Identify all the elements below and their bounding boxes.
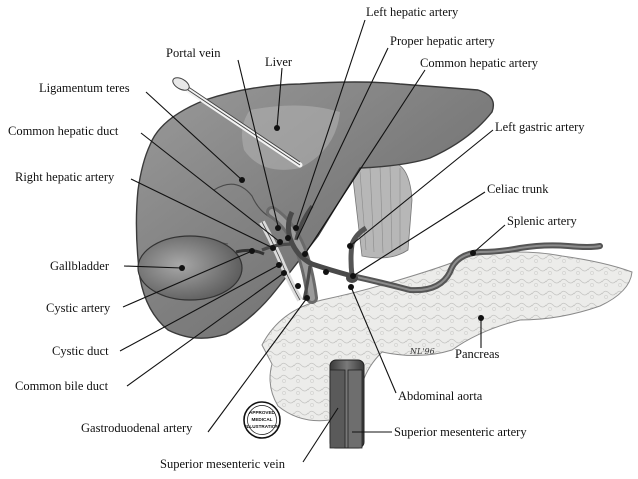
label-splenic-artery: Splenic artery xyxy=(507,214,578,228)
fibre-lines xyxy=(359,165,401,254)
right-hepatic-branch xyxy=(261,242,293,252)
label-left-gastric-artery: Left gastric artery xyxy=(495,120,585,134)
stamp-line1: APPROVED xyxy=(249,410,275,415)
stamp-line2: MEDICAL xyxy=(252,417,273,422)
label-superior-mesenteric-artery: Superior mesenteric artery xyxy=(394,425,527,439)
labels: Left hepatic artery Proper hepatic arter… xyxy=(8,5,585,471)
pointer-dots xyxy=(179,125,484,321)
label-common-hepatic-duct: Common hepatic duct xyxy=(8,124,119,138)
label-gastroduodenal-artery: Gastroduodenal artery xyxy=(81,421,193,435)
hepatic-artery-shape xyxy=(285,210,353,279)
stamp-line3: ILLUSTRATION xyxy=(245,424,279,429)
label-cystic-duct: Cystic duct xyxy=(52,344,109,358)
label-abdominal-aorta: Abdominal aorta xyxy=(398,389,483,403)
label-ligamentum-teres: Ligamentum teres xyxy=(39,81,130,95)
label-left-hepatic-artery: Left hepatic artery xyxy=(366,5,459,19)
liver-highlight xyxy=(242,105,340,170)
label-right-hepatic-artery: Right hepatic artery xyxy=(15,170,115,184)
ligamentum-probe xyxy=(172,77,303,168)
gallbladder-shape xyxy=(137,235,243,301)
label-superior-mesenteric-vein: Superior mesenteric vein xyxy=(160,457,286,471)
label-celiac-trunk: Celiac trunk xyxy=(487,182,549,196)
label-pancreas: Pancreas xyxy=(455,347,500,361)
label-common-bile-duct: Common bile duct xyxy=(15,379,109,393)
label-gallbladder: Gallbladder xyxy=(50,259,110,273)
artist-signature: NL'96 xyxy=(409,347,435,356)
sma-shape xyxy=(347,369,363,449)
label-liver: Liver xyxy=(265,55,293,69)
label-portal-vein: Portal vein xyxy=(166,46,221,60)
leader-lines xyxy=(119,19,506,463)
label-proper-hepatic-artery: Proper hepatic artery xyxy=(390,34,496,48)
splenic-artery-highlight xyxy=(351,244,601,292)
bile-duct-outline xyxy=(261,221,301,301)
label-cystic-artery: Cystic artery xyxy=(46,301,111,315)
left-hepatic-branch xyxy=(294,204,314,241)
label-common-hepatic-artery: Common hepatic artery xyxy=(420,56,539,70)
approved-stamp: APPROVED MEDICAL ILLUSTRATION xyxy=(243,401,281,439)
